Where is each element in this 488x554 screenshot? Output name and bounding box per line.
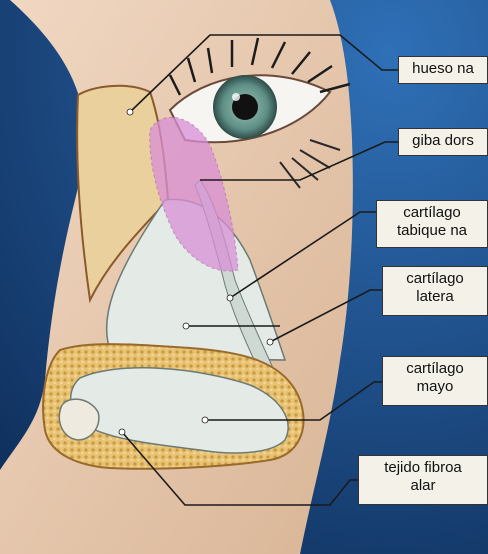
label-lateral-line1: cartílago: [389, 270, 481, 288]
label-cartilago-tabique: cartílago tabique na: [376, 200, 488, 248]
label-tabique-line2: tabique na: [383, 222, 481, 240]
label-hueso-nasal: hueso na: [398, 56, 488, 84]
nostril: [59, 399, 99, 440]
label-giba-line1: giba dors: [405, 132, 481, 150]
label-tejido-line2: alar: [365, 477, 481, 495]
label-hueso-line1: hueso na: [405, 60, 481, 78]
label-cartilago-mayor: cartílago mayo: [382, 356, 488, 406]
label-cartilago-lateral: cartílago latera: [382, 266, 488, 316]
label-mayor-line1: cartílago: [389, 360, 481, 378]
label-mayor-line2: mayo: [389, 378, 481, 396]
label-lateral-line2: latera: [389, 288, 481, 306]
label-tejido-fibroadiposo: tejido fibroa alar: [358, 455, 488, 505]
label-tejido-line1: tejido fibroa: [365, 459, 481, 477]
label-tabique-line1: cartílago: [383, 204, 481, 222]
label-giba-dorsal: giba dors: [398, 128, 488, 156]
